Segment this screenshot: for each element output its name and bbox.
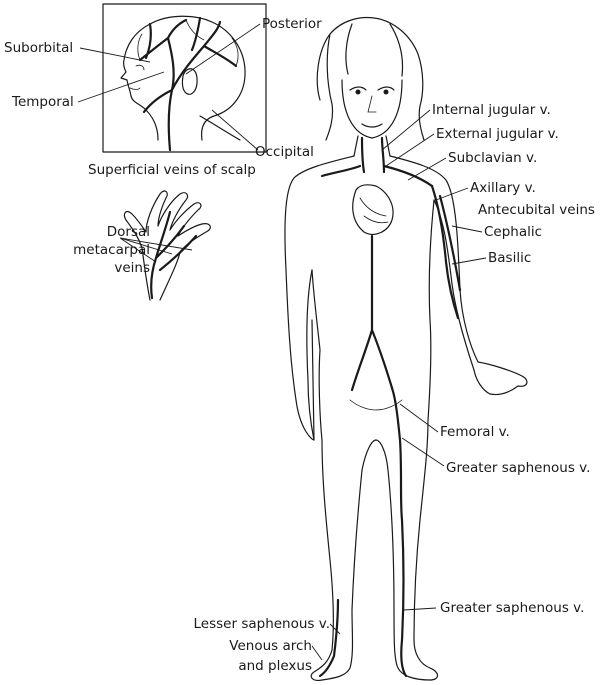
label-femoral: Femoral v. (440, 424, 510, 440)
leader-lesser-saphenous (330, 624, 340, 634)
label-cephalic: Cephalic (484, 224, 542, 240)
mouth (362, 124, 382, 127)
label-subclavian: Subclavian v. (448, 150, 537, 166)
leader-venous-arch (312, 646, 322, 660)
eyes (350, 87, 394, 90)
body-outline (285, 156, 527, 440)
label-external-jugular: External jugular v. (436, 126, 559, 142)
label-antecubital: Antecubital veins (478, 202, 595, 218)
label-temporal: Temporal (11, 94, 74, 110)
left-eye (356, 90, 361, 95)
label-suborbital: Suborbital (4, 40, 73, 56)
greater-saphenous-vein (401, 520, 406, 676)
heart (353, 185, 393, 235)
ear (182, 69, 197, 95)
right-eye (384, 90, 389, 95)
neck (354, 136, 390, 156)
leader-femoral (400, 404, 438, 432)
label-venous-arch: Venous arch (229, 638, 312, 654)
leader-occipital (212, 110, 258, 150)
jugular-veins (362, 138, 384, 172)
vena-cava (352, 236, 392, 390)
leader-subclavian (408, 158, 446, 180)
head-hair (317, 18, 424, 140)
leader-internal-jugular (382, 110, 430, 150)
label-internal-jugular: Internal jugular v. (432, 102, 551, 118)
scalp-veins (140, 18, 236, 150)
label-axillary: Axillary v. (470, 180, 536, 196)
label-dorsal: Dorsal (107, 224, 150, 240)
label-basilic: Basilic (488, 250, 531, 266)
scalp-caption: Superficial veins of scalp (88, 162, 256, 178)
label-lesser-saphenous: Lesser saphenous v. (194, 616, 330, 632)
leader-suborbital (80, 48, 150, 62)
femoral-vein (392, 388, 402, 520)
scalp-inset-frame (103, 4, 266, 152)
nose (368, 96, 376, 112)
leader-temporal (78, 72, 164, 102)
neck-lines (200, 116, 240, 140)
scalp-inset (103, 4, 266, 152)
label-veins: veins (114, 260, 150, 276)
lesser-saphenous-vein (320, 600, 338, 676)
scalp-veins-fine (138, 20, 238, 66)
leader-greater-saphenous-lower (404, 608, 436, 610)
label-occipital: Occipital (255, 144, 314, 160)
label-greater-saphenous-upper: Greater saphenous v. (446, 460, 590, 476)
leader-basilic (452, 258, 486, 264)
leader-greater-saphenous-upper (402, 438, 444, 466)
right-arm-inner (434, 200, 474, 370)
heart-detail (360, 198, 388, 223)
face-detail (130, 65, 144, 89)
legs (311, 420, 437, 680)
label-greater-saphenous-lower: Greater saphenous v. (440, 600, 584, 616)
label-posterior: Posterior (262, 16, 322, 32)
label-and-plexus: and plexus (238, 658, 312, 674)
